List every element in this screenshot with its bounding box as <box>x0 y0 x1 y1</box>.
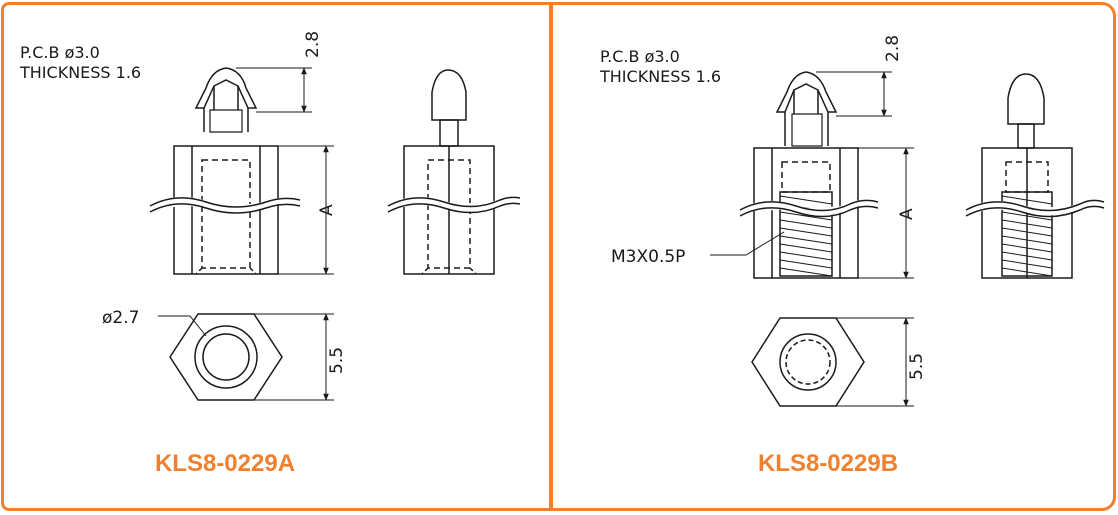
panel-a-dim-top <box>236 67 312 113</box>
model-label-b: KLS8-0229B <box>757 450 899 477</box>
panel-a-hole-dim-label: ø2.7 <box>102 308 139 328</box>
panel-a-dim-height <box>278 145 334 275</box>
panel-b-hex-dim-label: 5.5 <box>907 353 927 380</box>
panel-kls8-0229b-frame <box>550 2 1116 511</box>
panel-a-clip-side <box>194 67 258 133</box>
panel-a-drawing <box>148 67 521 401</box>
panel-b-hex-view <box>751 317 914 407</box>
panel-a-thickness-note: THICKNESS 1.6 <box>19 63 141 82</box>
panel-b-drawing <box>710 71 1105 407</box>
panel-b-dim-height <box>858 147 914 279</box>
panel-b-thickness-note: THICKNESS 1.6 <box>599 67 721 86</box>
panel-a-top-dim-label: 2.8 <box>303 31 323 58</box>
panel-a-hex-dim-label: 5.5 <box>327 347 347 374</box>
panel-b-top-dim-label: 2.8 <box>883 35 903 62</box>
panel-b-clip-side <box>775 71 838 147</box>
panel-a-body-side <box>148 145 301 275</box>
panel-a-hex-view <box>158 313 334 401</box>
model-label-a: KLS8-0229A <box>154 450 296 477</box>
panel-b-thread-dim-label: M3X0.5P <box>611 247 685 267</box>
panel-b-pcb-note: P.C.B ø3.0 <box>600 47 680 66</box>
panel-b-thread-leader <box>710 231 785 256</box>
panel-a-height-dim-label: A <box>317 204 337 216</box>
panel-b-height-dim-label: A <box>897 208 917 220</box>
panel-b-body-side <box>738 147 879 279</box>
panel-b-dim-top <box>816 71 892 117</box>
panel-a-pcb-note: P.C.B ø3.0 <box>20 43 100 62</box>
panel-b-end-view <box>964 73 1105 279</box>
panel-a-end-view <box>386 69 521 275</box>
